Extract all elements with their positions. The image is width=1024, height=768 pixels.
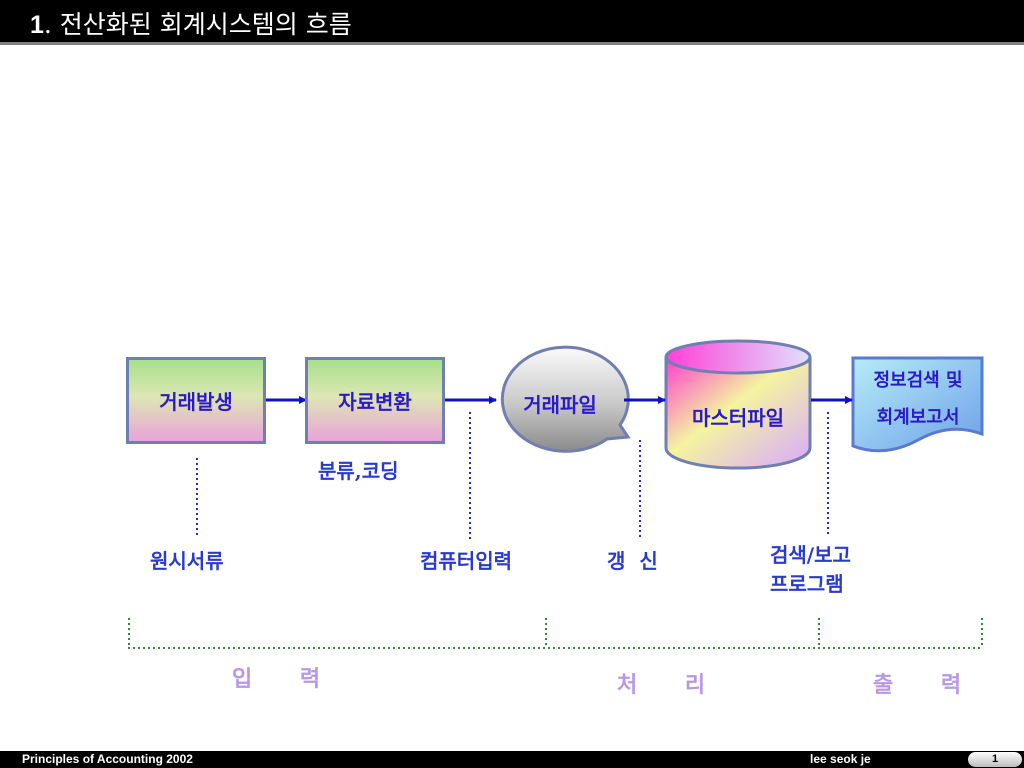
title-underline (0, 42, 1024, 45)
search-report-line1: 검색/보고 (770, 543, 851, 567)
phase-output: 출 력 (873, 673, 982, 698)
phase-bracket (128, 618, 983, 649)
report-document-shape (851, 356, 984, 453)
phase-process: 처 리 (617, 673, 726, 698)
search-report-line2: 프로그램 (770, 572, 844, 596)
footer-bar: Principles of Accounting 2002 lee seok j… (0, 751, 1024, 768)
transaction-label: 거래발생 (159, 390, 233, 414)
report-label-line2: 회계보고서 (876, 407, 960, 428)
page-indicator: 1 (968, 752, 1022, 767)
report-label-line1: 정보검색 및 (873, 370, 963, 391)
conversion-box: 자료변환 (305, 357, 445, 444)
transaction-file-shape (500, 345, 631, 453)
title-bar: 1. 전산화된 회계시스템의 흐름 (0, 0, 1024, 42)
master-file-label: 마스터파일 (692, 406, 784, 430)
page-number: 1 (991, 753, 999, 765)
page-title: 1. 전산화된 회계시스템의 흐름 (30, 5, 352, 41)
conversion-label: 자료변환 (338, 390, 412, 414)
transaction-box: 거래발생 (126, 357, 266, 444)
classification-coding: 분류,코딩 (318, 459, 399, 483)
phase-input: 입 력 (232, 667, 341, 692)
master-file-shape (664, 339, 812, 470)
author-name: lee seok je (810, 752, 871, 766)
slide-number: 1 (30, 11, 44, 39)
source-documents: 원시서류 (150, 549, 224, 573)
annotation-connectors (196, 412, 829, 540)
computer-input: 컴퓨터입력 (420, 549, 512, 573)
course-name: Principles of Accounting 2002 (22, 752, 193, 766)
title-label: . 전산화된 회계시스템의 흐름 (43, 10, 352, 39)
transaction-file-label: 거래파일 (523, 393, 597, 417)
update-label: 갱 신 (607, 549, 658, 573)
